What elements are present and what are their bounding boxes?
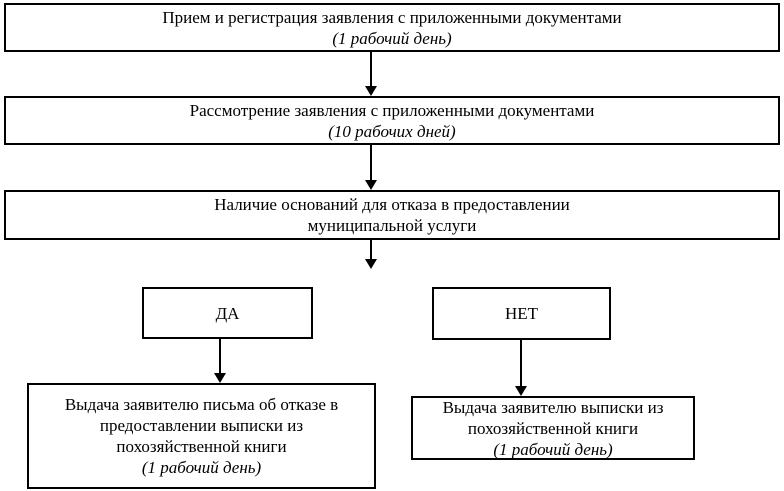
arrow-step3-to-decision — [365, 240, 377, 269]
arrow-step2-to-step3 — [365, 145, 377, 190]
arrow-head-icon — [214, 373, 226, 383]
arrow-line — [370, 240, 372, 259]
box-issue-extract: Выдача заявителю выписки из похозяйствен… — [411, 396, 695, 460]
issue-duration: (1 рабочий день) — [493, 439, 613, 459]
arrow-head-icon — [515, 386, 527, 396]
refusal-duration: (1 рабочий день) — [141, 458, 262, 477]
issue-line2: похозяйственной книги — [467, 418, 639, 438]
arrow-head-icon — [365, 180, 377, 190]
box-decision-yes: ДА — [142, 287, 313, 339]
issue-line1: Выдача заявителю выписки из — [442, 397, 664, 417]
box-decision-no: НЕТ — [432, 287, 611, 340]
box-step3-grounds-check: Наличие оснований для отказа в предостав… — [4, 190, 780, 240]
no-label: НЕТ — [504, 304, 539, 323]
arrow-yes-to-refusal — [214, 339, 226, 383]
arrow-line — [219, 339, 221, 373]
step3-line2: муниципальной услуги — [307, 216, 477, 235]
arrow-line — [370, 52, 372, 86]
arrow-no-to-issue — [515, 340, 527, 396]
step2-duration: (10 рабочих дней) — [328, 121, 456, 141]
yes-label: ДА — [215, 303, 240, 323]
arrow-line — [370, 145, 372, 180]
arrow-step1-to-step2 — [365, 52, 377, 96]
arrow-head-icon — [365, 86, 377, 96]
arrow-head-icon — [365, 259, 377, 269]
refusal-line1: Выдача заявителю письма об отказе в — [64, 395, 339, 414]
box-refusal-letter: Выдача заявителю письма об отказе в пред… — [27, 383, 376, 489]
refusal-line2: предоставлении выписки из — [99, 416, 304, 435]
step1-duration: (1 рабочий день) — [332, 28, 452, 48]
arrow-line — [520, 340, 522, 386]
step1-text: Прием и регистрация заявления с приложен… — [162, 7, 622, 27]
box-step2-review: Рассмотрение заявления с приложенными до… — [4, 96, 780, 145]
step3-line1: Наличие оснований для отказа в предостав… — [214, 195, 570, 214]
refusal-line3: похозяйственной книги — [116, 437, 287, 456]
box-step1-reception: Прием и регистрация заявления с приложен… — [4, 3, 780, 52]
step2-text: Рассмотрение заявления с приложенными до… — [189, 100, 595, 120]
